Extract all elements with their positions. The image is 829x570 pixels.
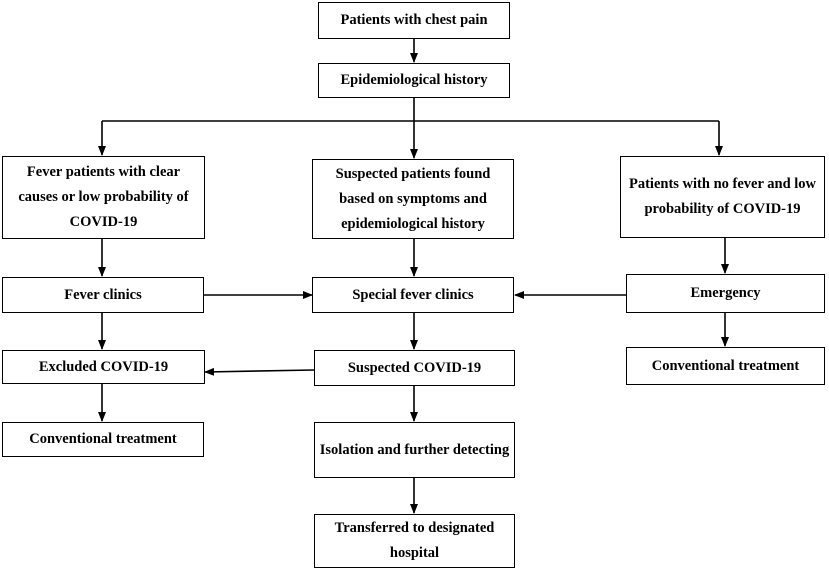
node-special-fever-clinics: Special fever clinics (312, 277, 514, 313)
node-label: Conventional treatment (29, 431, 177, 447)
node-patients-with-chest-pain: Patients with chest pain (318, 2, 510, 39)
node-label: Patients with no fever and low probabili… (628, 176, 817, 217)
node-conventional-treatment-right: Conventional treatment (626, 347, 825, 385)
arrow-suspected-covid-to-excluded (204, 367, 315, 376)
node-label: Suspected COVID-19 (347, 359, 482, 376)
node-label: Fever patients with clear causes or low … (18, 164, 189, 230)
node-label: Suspected patients found based on sympto… (335, 165, 491, 232)
node-epidemiological-history: Epidemiological history (318, 63, 510, 98)
node-emergency: Emergency (626, 274, 825, 313)
node-patients-no-fever: Patients with no fever and low probabili… (620, 156, 825, 238)
node-label: Epidemiological history (340, 72, 488, 88)
node-label: Patients with chest pain (340, 12, 488, 28)
node-label: Excluded COVID-19 (38, 358, 169, 375)
node-label: Special fever clinics (352, 286, 474, 303)
node-suspected-patients-found: Suspected patients found based on sympto… (312, 159, 514, 239)
node-conventional-treatment-left: Conventional treatment (2, 422, 204, 457)
node-label: Conventional treatment (651, 357, 800, 374)
node-fever-clinics: Fever clinics (2, 277, 204, 313)
node-suspected-covid-19: Suspected COVID-19 (314, 350, 515, 386)
node-fever-patients-clear-causes: Fever patients with clear causes or low … (2, 156, 205, 239)
node-label: Emergency (690, 285, 761, 301)
node-label: Transferred to designated hospital (334, 520, 495, 561)
node-excluded-covid-19: Excluded COVID-19 (2, 350, 205, 384)
node-isolation-further-detecting: Isolation and further detecting (314, 422, 515, 478)
node-transferred-designated-hospital: Transferred to designated hospital (314, 514, 515, 568)
node-label: Fever clinics (64, 286, 142, 303)
node-label: Isolation and further detecting (319, 441, 510, 458)
